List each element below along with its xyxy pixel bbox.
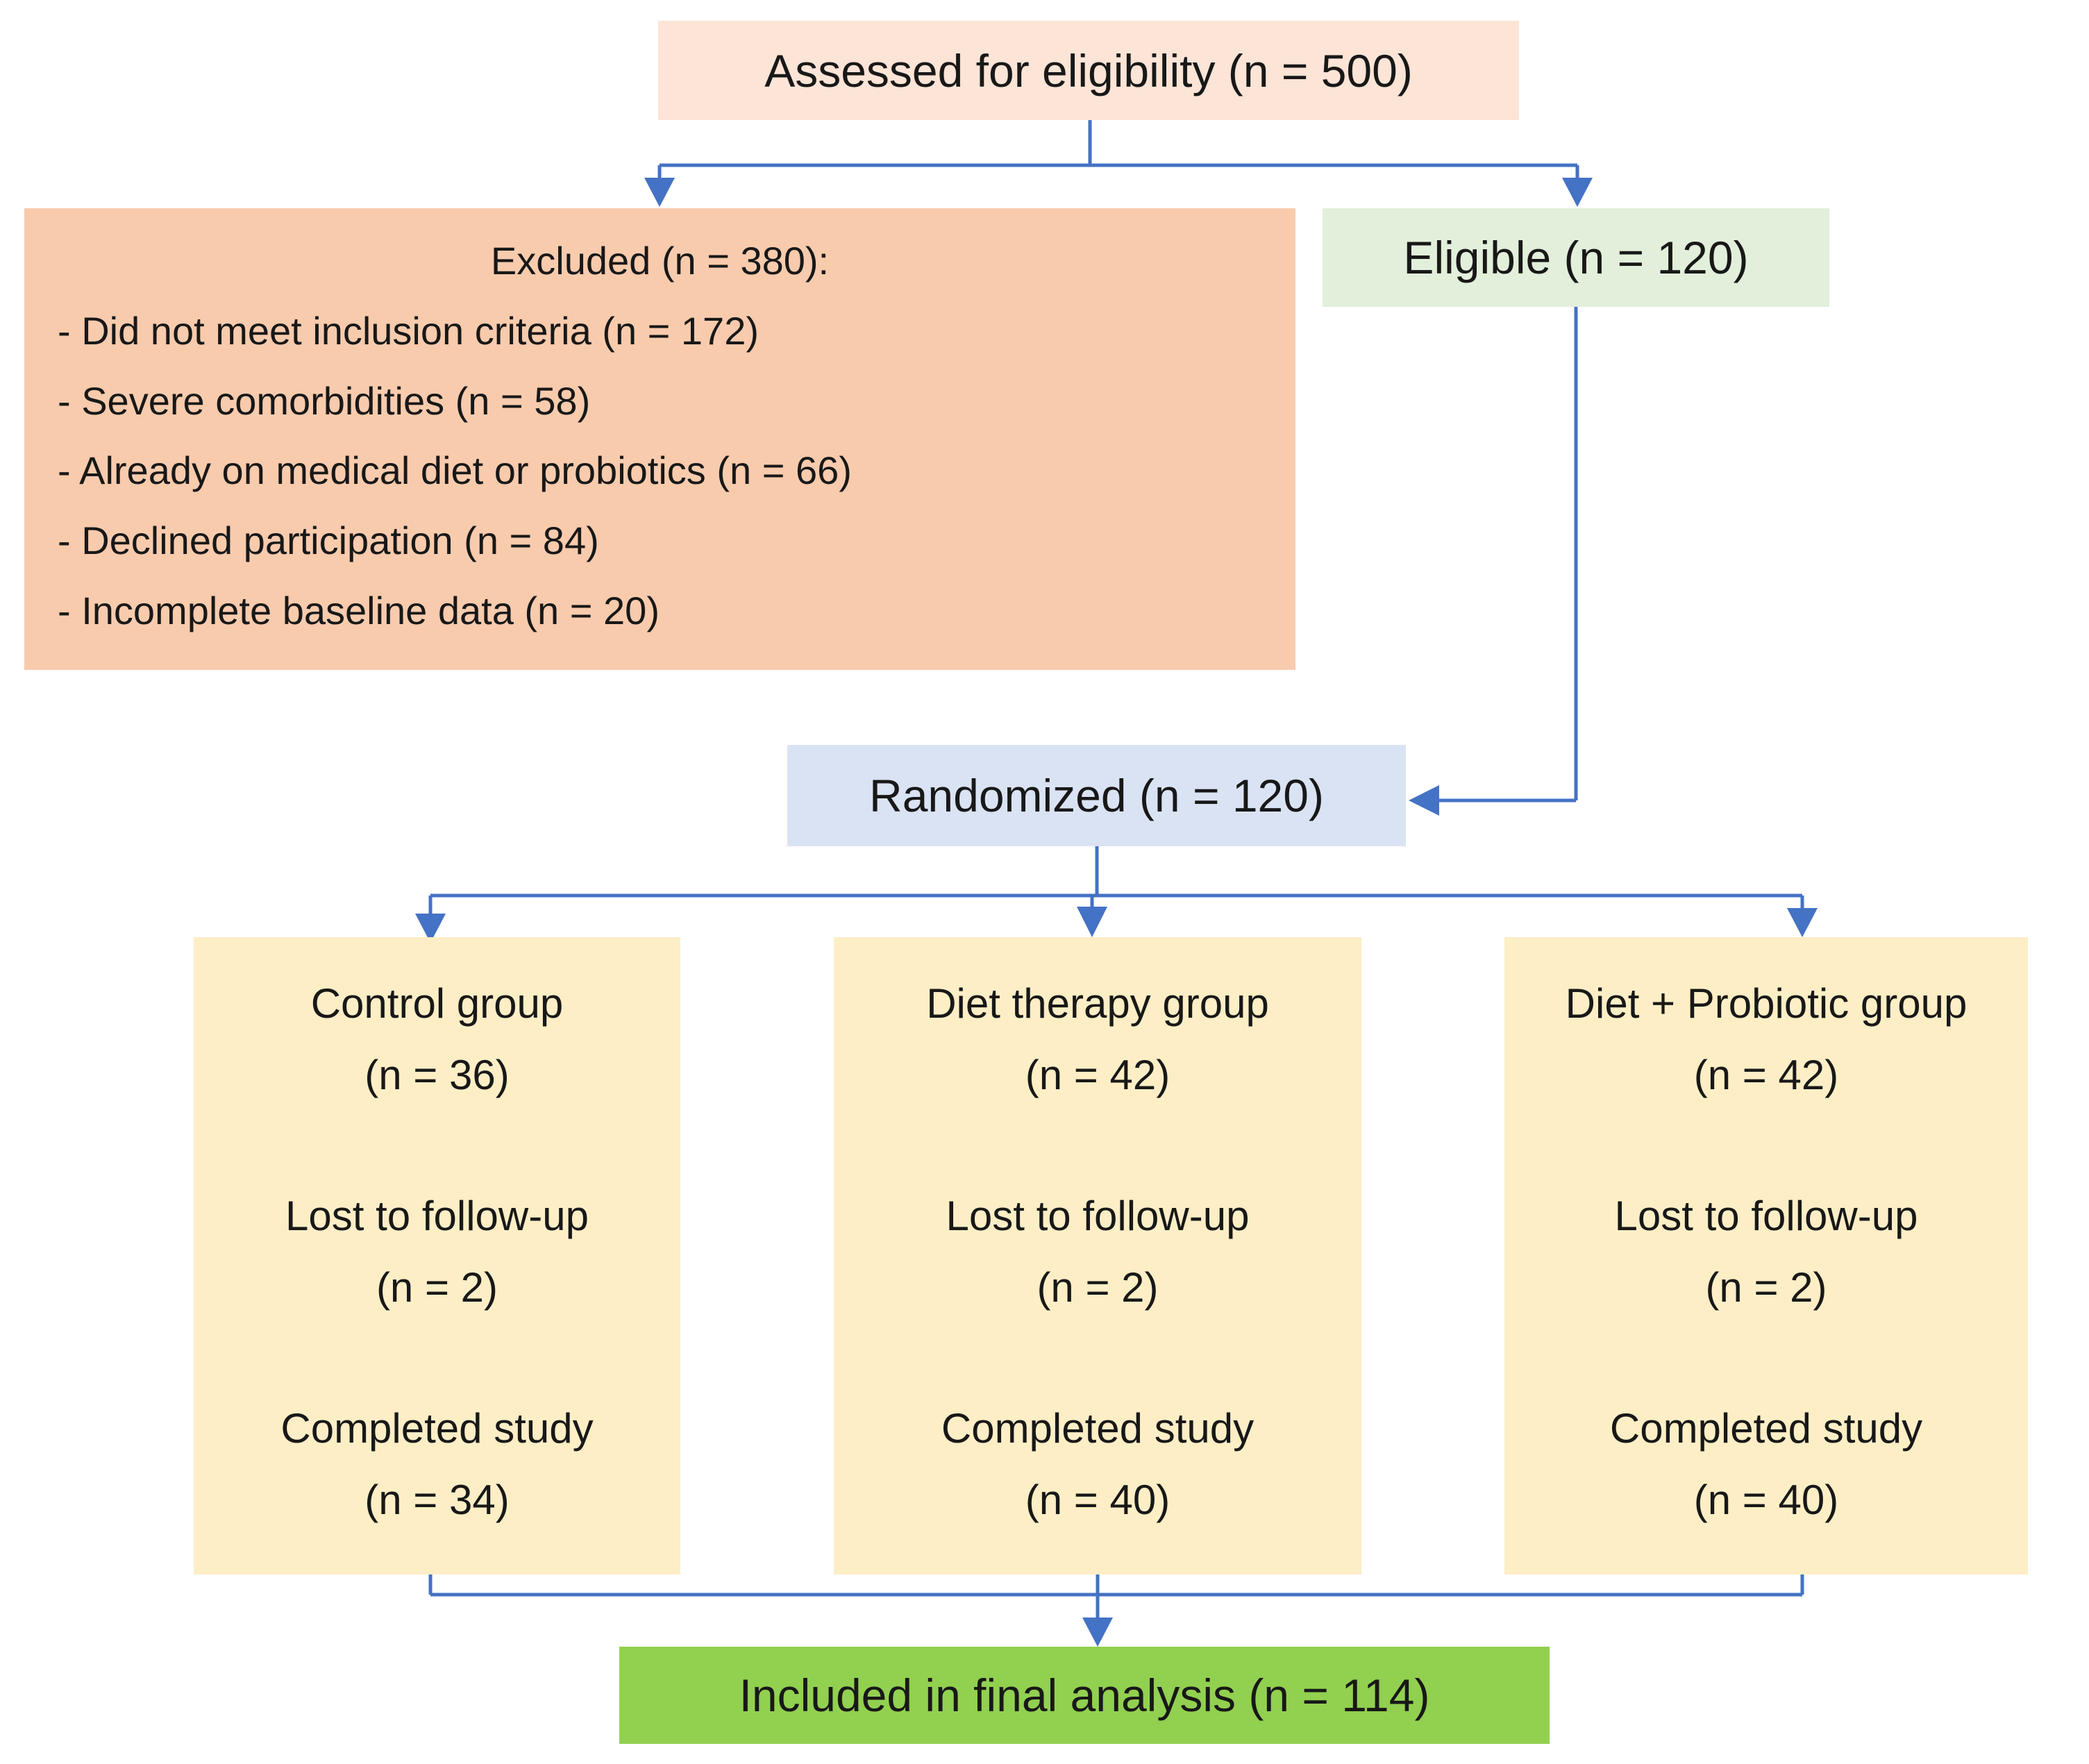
arrowhead-final (1082, 1618, 1113, 1647)
arrowhead-randomized (1409, 785, 1439, 816)
group-completed-n: (n = 40) (1693, 1476, 1839, 1523)
group-n: (n = 42) (1025, 1052, 1171, 1099)
group-lost-n: (n = 2) (1705, 1264, 1827, 1311)
group-enrolled-stanza: Diet therapy group (n = 42) (845, 968, 1350, 1111)
group-box-diet-probiotic: Diet + Probiotic group (n = 42) Lost to … (1504, 937, 2028, 1574)
excluded-item: - Already on medical diet or probiotics … (58, 448, 852, 493)
node-assessed-for-eligibility: Assessed for eligibility (n = 500) (658, 21, 1519, 120)
group-lost-n: (n = 2) (1037, 1264, 1159, 1311)
group-completed-label: Completed study (280, 1404, 594, 1452)
node-randomized: Randomized (n = 120) (787, 745, 1406, 846)
excluded-item: - Did not meet inclusion criteria (n = 1… (58, 308, 759, 353)
group-completed-label: Completed study (1609, 1404, 1923, 1452)
arrowhead-excluded (644, 178, 675, 207)
assessed-label: Assessed for eligibility (n = 500) (764, 44, 1413, 96)
eligible-label: Eligible (n = 120) (1403, 232, 1749, 283)
arrowhead-eligible (1562, 178, 1593, 207)
group-n: (n = 42) (1693, 1052, 1839, 1099)
group-lost-stanza: Lost to follow-up (n = 2) (205, 1180, 669, 1323)
group-lost-label: Lost to follow-up (946, 1192, 1250, 1239)
group-lost-label: Lost to follow-up (285, 1192, 589, 1239)
node-eligible: Eligible (n = 120) (1323, 208, 1829, 307)
node-excluded: Excluded (n = 380): - Did not meet inclu… (24, 208, 1295, 670)
randomized-label: Randomized (n = 120) (869, 770, 1324, 821)
group-box-control: Control group (n = 36) Lost to follow-up… (194, 937, 680, 1574)
group-lost-label: Lost to follow-up (1614, 1192, 1918, 1239)
node-final-analysis: Included in final analysis (n = 114) (619, 1647, 1550, 1744)
group-lost-stanza: Lost to follow-up (n = 2) (1516, 1180, 2017, 1323)
excluded-item: - Severe comorbidities (n = 58) (58, 378, 591, 423)
group-completed-n: (n = 34) (364, 1476, 510, 1523)
group-completed-stanza: Completed study (n = 40) (845, 1393, 1350, 1536)
group-completed-stanza: Completed study (n = 40) (1516, 1393, 2017, 1536)
group-title: Diet + Probiotic group (1565, 980, 1968, 1027)
group-title: Control group (310, 980, 564, 1027)
group-lost-n: (n = 2) (376, 1264, 498, 1311)
excluded-title: Excluded (n = 380): (490, 239, 830, 283)
final-analysis-label: Included in final analysis (n = 114) (739, 1670, 1430, 1721)
excluded-item: - Incomplete baseline data (n = 20) (58, 588, 660, 632)
group-enrolled-stanza: Diet + Probiotic group (n = 42) (1516, 968, 2017, 1111)
group-n: (n = 36) (364, 1052, 510, 1099)
group-title: Diet therapy group (926, 980, 1269, 1027)
group-completed-n: (n = 40) (1025, 1476, 1171, 1523)
arrowhead-dietprob (1787, 908, 1818, 937)
arrowhead-diet (1077, 907, 1107, 937)
group-lost-stanza: Lost to follow-up (n = 2) (845, 1180, 1350, 1323)
group-completed-label: Completed study (941, 1404, 1255, 1452)
excluded-item: - Declined participation (n = 84) (58, 519, 599, 563)
group-completed-stanza: Completed study (n = 34) (205, 1393, 669, 1536)
group-enrolled-stanza: Control group (n = 36) (205, 968, 669, 1111)
group-box-diet-therapy: Diet therapy group (n = 42) Lost to foll… (834, 937, 1361, 1574)
